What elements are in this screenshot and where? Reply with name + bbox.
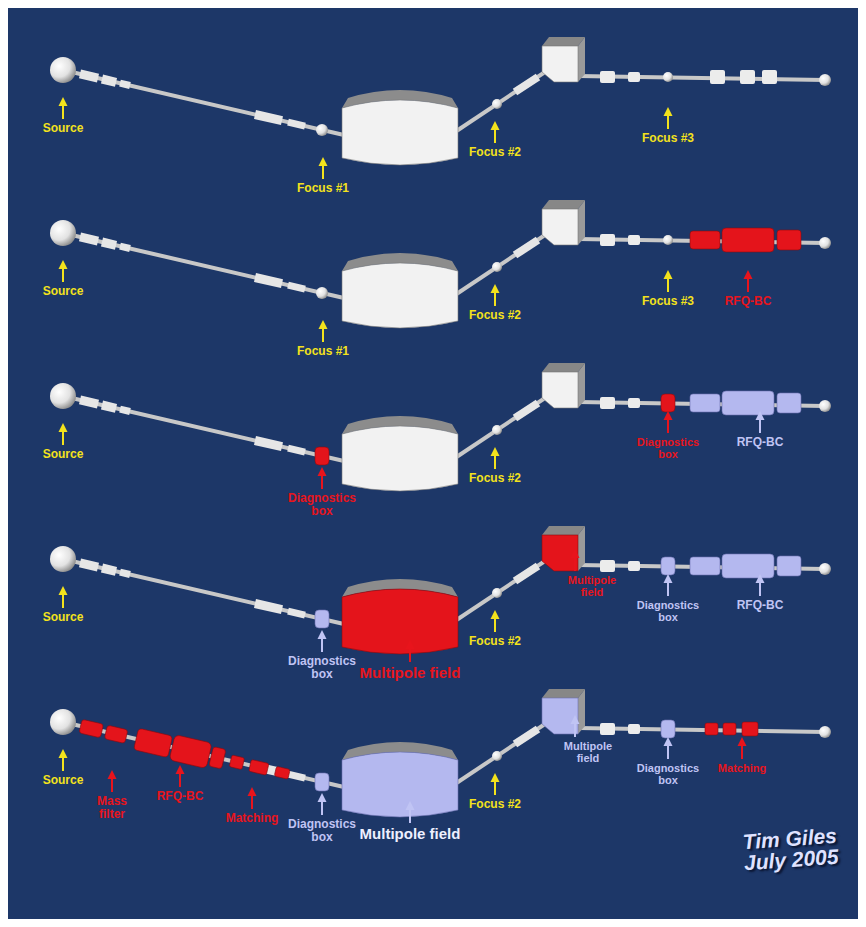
rfq-cooler [690, 391, 801, 415]
part-label: RFQ-BC [737, 599, 784, 612]
bending-magnet [542, 698, 578, 734]
part-label: Source [43, 448, 84, 461]
focus-element [663, 235, 673, 245]
part-label: Diagnostics box [282, 655, 362, 681]
diagnostics-box [315, 610, 329, 628]
part-label: Source [43, 774, 84, 787]
dipole-magnet [342, 752, 458, 817]
pointer-arrows [59, 97, 765, 823]
bending-magnet [542, 46, 578, 82]
beamline-row [50, 689, 831, 817]
part-label: Focus #3 [642, 132, 694, 145]
part-label: Focus #1 [297, 182, 349, 195]
focus-element [663, 72, 673, 82]
beamline-row [50, 200, 831, 328]
part-label: Diagnostics box [632, 599, 704, 623]
part-label: Matching [718, 762, 766, 774]
dipole-magnet [342, 100, 458, 165]
part-label: RFQ-BC [157, 790, 204, 803]
matching-optics [705, 722, 758, 736]
diagnostics-box [661, 394, 675, 412]
part-label: Focus #2 [469, 472, 521, 485]
part-label: Focus #3 [642, 295, 694, 308]
diagnostics-box [315, 447, 329, 465]
dipole-magnet [342, 589, 458, 654]
part-label: Diagnostics box [632, 436, 704, 460]
dipole-magnet [342, 263, 458, 328]
signature: Tim Giles July 2005 [726, 824, 854, 875]
focus-element [316, 124, 328, 136]
part-label: Diagnostics box [282, 818, 362, 844]
part-label: Diagnostics box [632, 762, 704, 786]
part-label: Focus #2 [469, 798, 521, 811]
part-label: Multipole field [562, 574, 622, 598]
part-label: RFQ-BC [737, 436, 784, 449]
diagnostics-box [661, 557, 675, 575]
bending-magnet [542, 209, 578, 245]
beamline-row [50, 363, 831, 491]
part-label: Source [43, 611, 84, 624]
part-label: Focus #2 [469, 635, 521, 648]
part-label: Focus #2 [469, 146, 521, 159]
part-label: RFQ-BC [725, 295, 772, 308]
part-label: Source [43, 285, 84, 298]
bending-magnet [542, 535, 578, 571]
part-label: Matching [226, 812, 279, 825]
focus-element [316, 287, 328, 299]
part-label: Source [43, 122, 84, 135]
beamline-row [50, 526, 831, 654]
rfq-cooler [690, 228, 801, 252]
part-label: Multipole field [558, 740, 618, 764]
part-label: Focus #2 [469, 309, 521, 322]
dipole-magnet [342, 426, 458, 491]
part-label: Focus #1 [297, 345, 349, 358]
part-label: Multipole field [355, 826, 465, 843]
part-label: Mass filter [87, 795, 137, 821]
part-label: Diagnostics box [282, 492, 362, 518]
bending-magnet [542, 372, 578, 408]
part-label: Multipole field [355, 665, 465, 682]
rfq-cooler [690, 554, 801, 578]
beamline-row [50, 37, 831, 165]
diagnostics-box [315, 773, 329, 791]
background-panel [8, 8, 858, 919]
diagnostics-box [661, 720, 675, 738]
